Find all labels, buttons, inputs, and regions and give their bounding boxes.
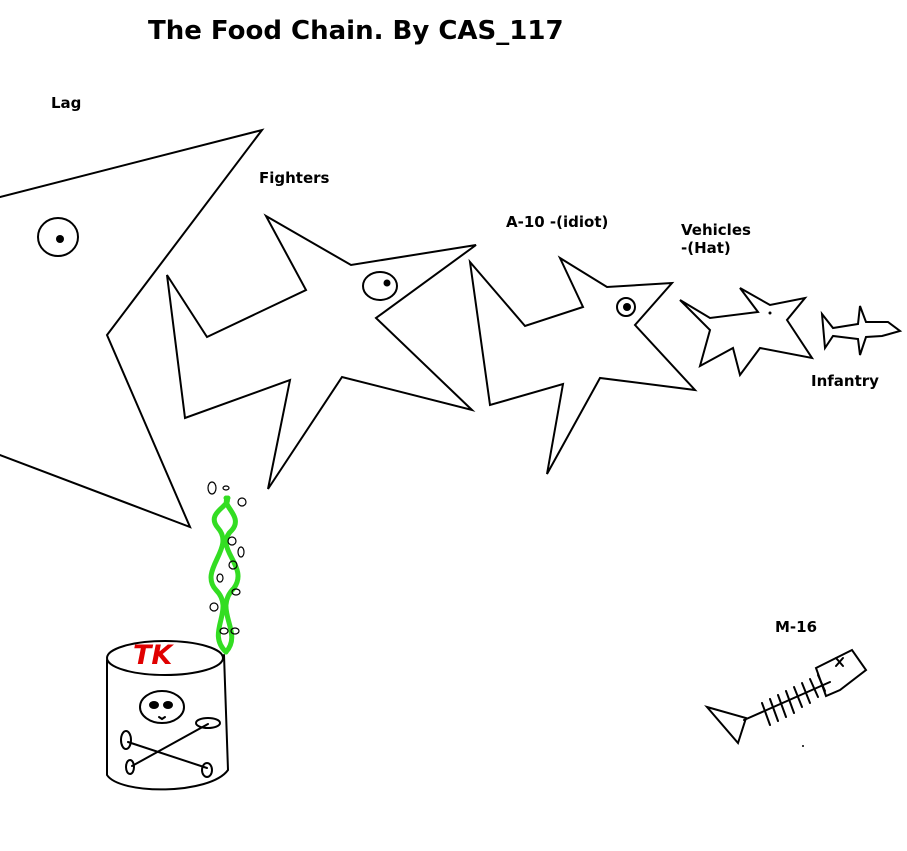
skull-crossbones-icon xyxy=(120,690,221,778)
giant-fish-icon xyxy=(0,128,265,529)
jet-infantry-icon xyxy=(820,305,903,356)
label-lag: Lag xyxy=(51,94,82,112)
fish-skeleton-icon xyxy=(704,648,868,747)
can-label: TK xyxy=(133,640,173,671)
page-title: The Food Chain. By CAS_117 xyxy=(148,16,564,46)
toxic-fumes xyxy=(207,481,247,655)
fish-vehicles-icon xyxy=(679,287,815,378)
label-infantry: Infantry xyxy=(811,372,879,390)
label-a10: A-10 -(idiot) xyxy=(506,213,609,231)
label-vehicles: Vehicles -(Hat) xyxy=(681,221,751,257)
shark-a10-icon xyxy=(468,255,698,475)
label-fighters: Fighters xyxy=(259,169,330,187)
shark-fighters-icon xyxy=(166,213,477,490)
label-m16: M-16 xyxy=(775,618,818,636)
toxic-can-icon xyxy=(106,640,230,791)
